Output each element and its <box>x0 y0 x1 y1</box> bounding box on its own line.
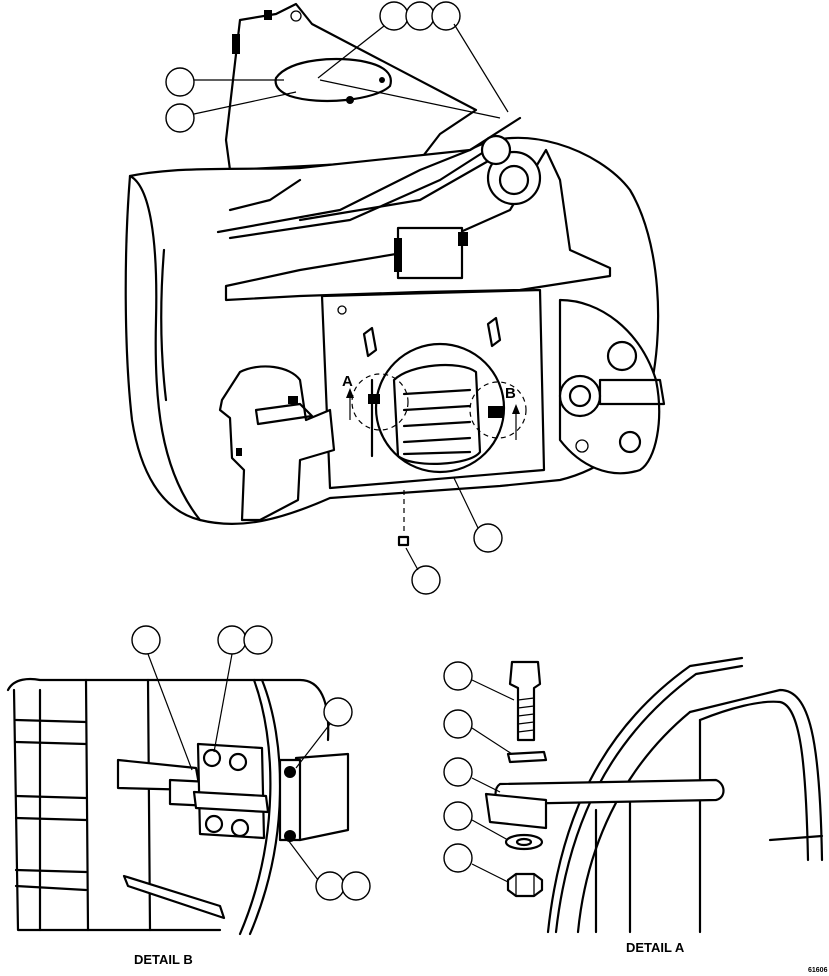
callout-c1 <box>379 1 409 31</box>
detail-b-frame-curve <box>238 678 272 936</box>
drain-plug <box>397 535 410 547</box>
view-marker-a: A <box>342 373 353 390</box>
lock-washer <box>504 833 544 851</box>
flat-washer <box>506 750 548 764</box>
control-module <box>396 226 464 280</box>
callout-c3 <box>431 1 461 31</box>
callout-c2 <box>405 1 435 31</box>
view-arrow-a <box>346 388 354 398</box>
upper-trunnion-boss <box>486 150 542 206</box>
detail-a-callouts <box>443 661 515 883</box>
housing-rim <box>128 174 202 522</box>
callout-c12 <box>315 871 345 901</box>
grille-latch-b <box>488 406 504 418</box>
view-marker-b: B <box>505 385 516 402</box>
callout-c16 <box>443 757 473 787</box>
main-assembly-view: A B <box>124 2 666 547</box>
upper-trunnion-bore <box>498 164 530 196</box>
callout-c7 <box>411 565 441 595</box>
grille-latch-a <box>368 394 380 404</box>
callout-c9 <box>217 625 247 655</box>
callout-c13 <box>341 871 371 901</box>
view-a-circle <box>351 373 409 431</box>
detail-b-view: DETAIL B <box>6 677 350 967</box>
detail-b-connector <box>294 752 350 842</box>
bracket-clip <box>232 34 240 54</box>
control-module-connector <box>458 232 468 246</box>
callout-c4 <box>165 67 195 97</box>
callout-c14 <box>443 661 473 691</box>
detail-a-frame-curve <box>546 656 744 934</box>
callout-c5 <box>165 103 195 133</box>
grille-louvers <box>402 388 472 456</box>
detail-b-ladder <box>14 718 88 892</box>
control-module-bracket <box>394 238 402 272</box>
callout-c6 <box>473 523 503 553</box>
lifting-eye-hole <box>290 10 302 22</box>
callout-c11 <box>323 697 353 727</box>
side-trunnion-boss <box>558 374 602 418</box>
callout-c17 <box>443 801 473 831</box>
main-callouts <box>165 1 509 595</box>
cover-screw <box>379 77 385 83</box>
mounting-hook-right <box>486 316 502 348</box>
callout-c10 <box>243 625 273 655</box>
left-mount-bracket <box>218 365 336 522</box>
bolt-threads <box>517 697 535 733</box>
detail-b-shelf <box>122 874 226 920</box>
detail-a-label: DETAIL A <box>626 940 685 955</box>
mounting-hook-left <box>362 326 378 358</box>
view-b-circle <box>469 381 527 439</box>
bracket-bolt-head <box>264 10 272 20</box>
pivot-bushing <box>606 340 638 372</box>
pivot-bracket <box>558 298 661 475</box>
hex-nut <box>506 872 544 898</box>
detail-b-label: DETAIL B <box>134 952 193 967</box>
detail-a-view: DETAIL A <box>484 656 824 955</box>
housing-rib <box>160 248 168 402</box>
cover-screw <box>346 96 354 104</box>
callout-c8 <box>131 625 161 655</box>
spacer-block <box>484 792 548 830</box>
view-arrow-b <box>512 404 520 414</box>
louvered-grille <box>392 363 482 465</box>
hex-bolt <box>508 660 542 742</box>
callout-c15 <box>443 709 473 739</box>
drawing-code: 61606 <box>808 967 828 974</box>
callout-c18 <box>443 843 473 873</box>
pivot-pin <box>598 378 666 406</box>
detail-b-callouts <box>131 625 371 901</box>
